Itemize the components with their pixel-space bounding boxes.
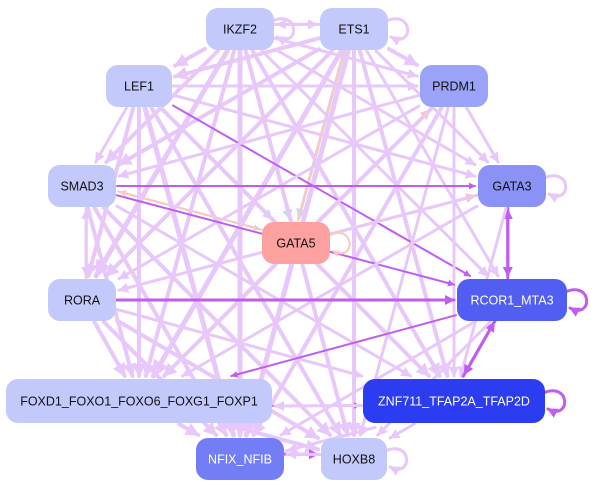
node-box: [196, 438, 284, 480]
self-loop-znf711_tfap2a_tfap2d: [541, 389, 567, 418]
edge-rcor1_mta3-to-foxd1_foxo1_foxo6_foxg1_foxp1: [230, 314, 457, 378]
node-box: [48, 165, 116, 207]
node-box: [478, 165, 546, 207]
node-foxd1-foxo1-foxo6-foxg1-foxp1[interactable]: FOXD1_FOXO1_FOXO6_FOXG1_FOXP1: [6, 379, 272, 423]
node-smad3[interactable]: SMAD3: [48, 165, 116, 207]
edge-rcor1_mta3-to-nfix_nfib: [279, 320, 476, 437]
node-box: [420, 65, 488, 107]
node-znf711-tfap2a-tfap2d[interactable]: ZNF711_TFAP2A_TFAP2D: [363, 379, 545, 423]
node-label: HOXB8: [333, 453, 375, 467]
node-box: [6, 379, 272, 423]
edge-ets1-to-lef1: [173, 36, 321, 80]
self-loop-rcor1_mta3: [563, 288, 589, 317]
node-label: ETS1: [338, 23, 369, 37]
node-gata5[interactable]: GATA5: [262, 222, 330, 264]
node-prdm1[interactable]: PRDM1: [420, 65, 488, 107]
node-label: GATA5: [276, 237, 315, 251]
edge-lef1-to-smad3: [94, 106, 128, 164]
node-label: ZNF711_TFAP2A_TFAP2D: [378, 395, 530, 409]
edge-rora-to-foxd1_foxo1_foxo6_foxg1_foxp1: [92, 320, 127, 378]
node-box: [262, 222, 330, 264]
edge-ikzf2-to-znf711_tfap2a_tfap2d: [250, 49, 442, 378]
node-hoxb8[interactable]: HOXB8: [321, 438, 387, 480]
self-loop-ikzf2: [270, 17, 296, 46]
node-label: FOXD1_FOXO1_FOXO6_FOXG1_FOXP1: [20, 395, 258, 409]
edge-gata3-to-foxd1_foxo1_foxo6_foxg1_foxp1: [180, 204, 479, 378]
node-label: RCOR1_MTA3: [470, 294, 553, 308]
edge-foxd1_foxo1_foxo6_foxg1_foxp1-to-nfix_nfib: [177, 422, 201, 437]
edge-prdm1-to-smad3: [117, 93, 421, 179]
node-gata3[interactable]: GATA3: [478, 165, 546, 207]
node-label: LEF1: [124, 80, 154, 94]
edge-prdm1-to-gata3: [465, 106, 500, 164]
edge-smad3-to-hoxb8: [101, 206, 333, 437]
node-label: RORA: [64, 294, 101, 308]
node-box: [48, 279, 116, 321]
self-loop-gata3: [542, 174, 568, 203]
node-box: [321, 438, 387, 480]
node-label: PRDM1: [432, 80, 476, 94]
node-rcor1-mta3[interactable]: RCOR1_MTA3: [457, 279, 567, 321]
edge-ikzf2-to-lef1: [173, 46, 207, 68]
node-label: IKZF2: [223, 23, 257, 37]
self-loop-ets1: [384, 17, 410, 46]
node-lef1[interactable]: LEF1: [106, 65, 172, 107]
node-ikzf2[interactable]: IKZF2: [206, 8, 274, 50]
node-box: [106, 65, 172, 107]
edge-lef1-to-rcor1_mta3: [172, 104, 472, 277]
node-ets1[interactable]: ETS1: [320, 8, 388, 50]
node-box: [457, 279, 567, 321]
node-nfix-nfib[interactable]: NFIX_NFIB: [196, 438, 284, 480]
edge-lef1-to-gata3: [171, 93, 477, 179]
edge-rora-to-znf711_tfap2a_tfap2d: [115, 308, 364, 379]
self-loop-gata5: [327, 231, 351, 257]
node-rora[interactable]: RORA: [48, 279, 116, 321]
node-box: [206, 8, 274, 50]
node-box: [320, 8, 388, 50]
edge-znf711_tfap2a_tfap2d-to-foxd1_foxo1_foxo6_foxg1_foxp1: [273, 400, 364, 412]
edge-znf711_tfap2a_tfap2d-to-rcor1_mta3: [461, 320, 496, 378]
node-label: SMAD3: [60, 180, 103, 194]
edge-lef1-to-hoxb8: [149, 106, 343, 437]
edge-prdm1-to-nfix_nfib: [251, 106, 444, 437]
edge-ets1-to-foxd1_foxo1_foxo6_foxg1_foxp1: [150, 48, 344, 379]
node-label: NFIX_NFIB: [208, 453, 272, 467]
edge-ets1-to-prdm1: [387, 47, 419, 67]
node-label: GATA3: [492, 180, 531, 194]
node-box: [363, 379, 545, 423]
self-loop-hoxb8: [383, 447, 409, 476]
edge-prdm1-to-rora: [117, 104, 421, 281]
edge-smad3-to-znf711_tfap2a_tfap2d: [115, 204, 413, 378]
edge-znf711_tfap2a_tfap2d-to-hoxb8: [388, 422, 416, 440]
